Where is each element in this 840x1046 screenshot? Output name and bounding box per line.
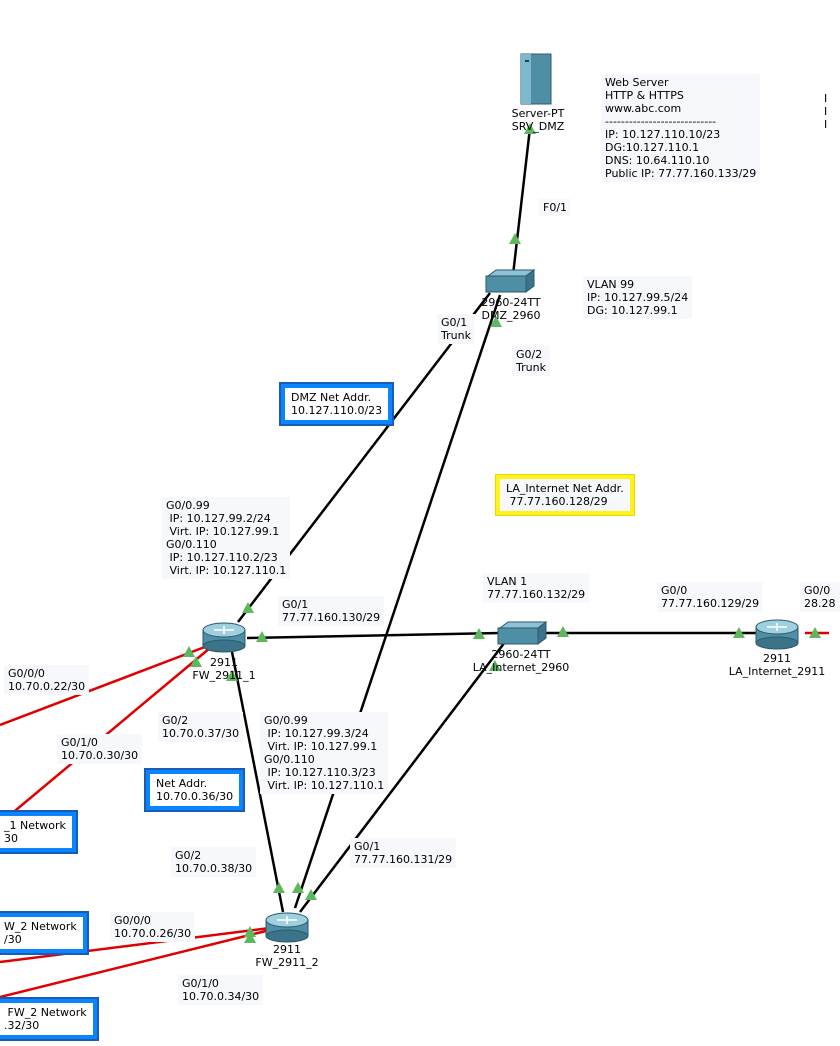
fw2-subinterfaces-note: G0/0.99 IP: 10.127.99.3/24 Virt. IP: 10.…	[260, 712, 389, 794]
port-up-icon	[190, 656, 202, 667]
fw2-g02-note: G0/2 10.70.0.38/30	[171, 847, 257, 877]
device-type: 2911	[272, 943, 301, 956]
la-g00-note: G0/0 77.77.160.129/29	[657, 582, 764, 612]
fw1-g010-note: G0/1/0 10.70.0.30/30	[57, 734, 143, 764]
port-up-icon	[183, 646, 195, 657]
device-type: 2911	[209, 656, 238, 669]
device-type: 2960-24TT	[481, 296, 541, 309]
link-server-dmzswitch[interactable]	[511, 127, 532, 276]
device-name: LA_Internet_2960	[472, 661, 570, 674]
serial-fw2-g000[interactable]	[0, 926, 271, 964]
dmz-net-address-box: DMZ Net Addr. 10.127.110.0/23	[278, 382, 395, 426]
port-up-icon	[509, 233, 521, 244]
port-up-icon	[490, 316, 502, 327]
port-note-g01-trunk: G0/1 Trunk	[437, 314, 475, 344]
port-up-icon	[244, 926, 256, 937]
fw2-g010-note: G0/1/0 10.70.0.34/30	[178, 975, 264, 1005]
switch-icon[interactable]	[497, 621, 548, 645]
port-up-icon	[256, 631, 268, 642]
port-up-icon	[473, 628, 485, 639]
fw1-g000-note: G0/0/0 10.70.0.22/30	[4, 665, 90, 695]
port-up-icon	[809, 627, 821, 638]
port-up-icon	[292, 882, 304, 893]
port-up-icon	[557, 626, 569, 637]
la-g00-right-note: G0/0 28.28	[800, 582, 840, 612]
device-name: SRV_DMZ	[511, 120, 565, 133]
device-name: FW_2911_2	[255, 956, 319, 969]
port-up-icon	[489, 660, 501, 671]
port-up-icon	[733, 627, 745, 638]
fw2-g01-note: G0/1 77.77.160.131/29	[350, 838, 457, 868]
edge-right-note: I I I	[824, 92, 828, 131]
router-icon[interactable]	[265, 912, 309, 943]
port-status-icons	[183, 123, 821, 943]
serial-fw1-g010[interactable]	[9, 647, 211, 816]
fw2-network-box-b: FW_2 Network .32/30	[0, 997, 99, 1041]
net-36-address-box: Net Addr. 10.70.0.36/30	[143, 768, 246, 812]
device-type: 2911	[762, 652, 791, 665]
fw1-g01-note: G0/1 77.77.160.130/29	[278, 596, 385, 626]
vlan1-note: VLAN 1 77.77.160.132/29	[483, 573, 590, 603]
router-icon[interactable]	[202, 622, 246, 653]
device-type: 2960-24TT	[491, 648, 551, 661]
device-type: Server-PT	[511, 107, 565, 120]
port-up-icon	[226, 670, 238, 681]
router-icon[interactable]	[755, 619, 799, 650]
serial-fw1-g000[interactable]	[0, 643, 211, 727]
port-note-f01: F0/1	[539, 199, 572, 216]
port-up-icon	[242, 602, 254, 613]
port-up-icon	[305, 889, 317, 900]
device-name: DMZ_2960	[481, 309, 541, 322]
server-icon[interactable]	[520, 53, 552, 105]
device-name: LA_Internet_2911	[728, 665, 826, 678]
vlan99-note: VLAN 99 IP: 10.127.99.5/24 DG: 10.127.99…	[583, 276, 693, 319]
port-note-g02-trunk: G0/2 Trunk	[512, 346, 550, 376]
port-up-icon	[524, 123, 536, 134]
serial-fw2-g010[interactable]	[0, 928, 271, 999]
web-server-note: Web Server HTTP & HTTPS www.abc.com ----…	[601, 74, 761, 182]
fw2-g000-note: G0/0/0 10.70.0.26/30	[110, 912, 196, 942]
device-name: FW_2911_1	[192, 669, 256, 682]
link-dmzswitch-fw2[interactable]	[293, 294, 502, 909]
fw2-network-box: W_2 Network /30	[0, 911, 89, 955]
port-up-icon	[244, 932, 256, 943]
switch-icon[interactable]	[485, 269, 536, 293]
fw1-network-box: _1 Network 30	[0, 810, 78, 854]
link-fw1-laswitch[interactable]	[246, 631, 501, 640]
port-up-icon	[273, 882, 285, 893]
fw1-g02-note: G0/2 10.70.0.37/30	[158, 712, 244, 742]
link-laswitch-fw2[interactable]	[299, 641, 506, 913]
la-internet-net-address-box: LA_Internet Net Addr. 77.77.160.128/29	[495, 474, 635, 516]
link-fw1-fw2[interactable]	[230, 651, 285, 913]
fw1-subinterfaces-note: G0/0.99 IP: 10.127.99.2/24 Virt. IP: 10.…	[162, 497, 291, 579]
